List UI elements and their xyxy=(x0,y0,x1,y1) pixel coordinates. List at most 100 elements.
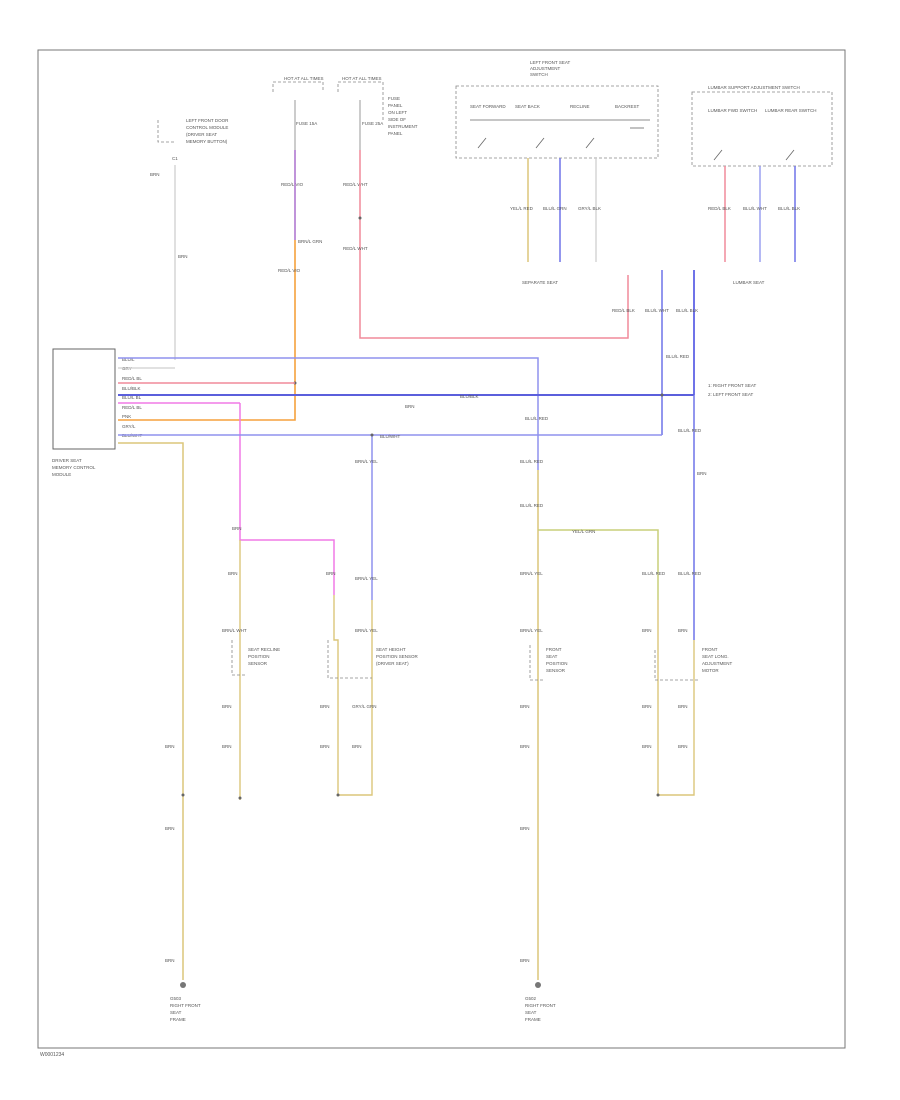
svg-text:ADJUSTMENT: ADJUSTMENT xyxy=(702,661,733,666)
fuse-box-2: HOT AT ALL TIMES FUSE 25A RED/L WHT xyxy=(337,76,384,187)
svg-text:BRN: BRN xyxy=(232,526,242,531)
svg-text:BRN/L YEL: BRN/L YEL xyxy=(355,576,378,581)
svg-text:BRN: BRN xyxy=(165,958,175,963)
svg-text:SEAT: SEAT xyxy=(546,654,558,659)
svg-text:BRN: BRN xyxy=(520,826,530,831)
svg-text:BLU/L WHT: BLU/L WHT xyxy=(645,308,669,313)
svg-text:INSTRUMENT: INSTRUMENT xyxy=(388,124,418,129)
svg-text:BRN: BRN xyxy=(178,254,188,259)
svg-text:BLU/L RED: BLU/L RED xyxy=(642,571,666,576)
svg-text:FUSE 15A: FUSE 15A xyxy=(296,121,317,126)
svg-text:BLU/L WHT: BLU/L WHT xyxy=(743,206,767,211)
svg-text:PANEL: PANEL xyxy=(388,103,403,108)
svg-text:POSITION SENSOR: POSITION SENSOR xyxy=(376,654,419,659)
svg-text:CONTROL MODULE: CONTROL MODULE xyxy=(186,125,228,130)
svg-text:RED/L BL: RED/L BL xyxy=(122,405,142,410)
svg-text:G503: G503 xyxy=(170,996,182,1001)
left-switch-group: LEFT FRONT SEAT ADJUSTMENT SWITCH SEAT F… xyxy=(455,60,659,159)
svg-text:SEAT BACK: SEAT BACK xyxy=(515,104,540,109)
svg-text:MODULE: MODULE xyxy=(52,472,71,477)
seat-memory-module: DRIVER SEAT MEMORY CONTROL MODULE BLU/L … xyxy=(52,348,143,477)
svg-text:BRN: BRN xyxy=(165,744,175,749)
svg-text:SENSOR: SENSOR xyxy=(546,668,566,673)
svg-text:G502: G502 xyxy=(525,996,537,1001)
svg-text:HOT AT ALL TIMES: HOT AT ALL TIMES xyxy=(342,76,382,81)
svg-text:HOT AT ALL TIMES: HOT AT ALL TIMES xyxy=(284,76,324,81)
svg-text:(DRIVER SEAT: (DRIVER SEAT xyxy=(186,132,217,137)
svg-text:LUMBAR FWD SWITCH: LUMBAR FWD SWITCH xyxy=(708,108,757,113)
right-switch-group: LUMBAR SUPPORT ADJUSTMENT SWITCH LUMBAR … xyxy=(691,85,833,167)
svg-text:BRN/L YEL: BRN/L YEL xyxy=(520,571,543,576)
svg-text:BRN: BRN xyxy=(678,628,688,633)
svg-text:YEL/L GRN: YEL/L GRN xyxy=(572,529,595,534)
svg-text:RECLINE: RECLINE xyxy=(570,104,590,109)
svg-text:BLU/L BL: BLU/L BL xyxy=(122,395,142,400)
svg-text:BRN: BRN xyxy=(320,704,330,709)
top-left-device: LEFT FRONT DOOR CONTROL MODULE (DRIVER S… xyxy=(150,118,229,360)
svg-text:YEL/L RED: YEL/L RED xyxy=(510,206,534,211)
svg-text:LEFT FRONT SEAT: LEFT FRONT SEAT xyxy=(530,60,571,65)
svg-text:BLU/L BLK: BLU/L BLK xyxy=(778,206,800,211)
svg-text:BRN/L WHT: BRN/L WHT xyxy=(222,628,247,633)
svg-text:RED/L VIO: RED/L VIO xyxy=(281,182,304,187)
svg-text:RED/L WHT: RED/L WHT xyxy=(343,182,368,187)
svg-text:MEMORY BUTTON): MEMORY BUTTON) xyxy=(186,139,228,144)
front-seat-position-sensor: BLU/L RED BLU/L RED BRN/L YEL BRN/L YEL … xyxy=(520,459,568,831)
svg-text:RED/L BL: RED/L BL xyxy=(122,376,142,381)
svg-text:ON LEFT: ON LEFT xyxy=(388,110,407,115)
svg-text:BLU/BLK: BLU/BLK xyxy=(122,386,141,391)
left-section-label: SEPARATE SEAT xyxy=(522,280,558,285)
svg-text:BRN: BRN xyxy=(326,571,336,576)
svg-text:BRN: BRN xyxy=(405,404,415,409)
ground-right: BRN G502 RIGHT FRONT SEAT FRAME xyxy=(520,958,556,1022)
svg-text:BRN: BRN xyxy=(520,958,530,963)
svg-text:RED/L WHT: RED/L WHT xyxy=(343,246,368,251)
right-section-label: LUMBAR SEAT xyxy=(733,280,765,285)
svg-text:BRN: BRN xyxy=(642,704,652,709)
svg-text:BRN: BRN xyxy=(228,571,238,576)
svg-text:SEAT HEIGHT: SEAT HEIGHT xyxy=(376,647,406,652)
svg-text:BRN/L YEL: BRN/L YEL xyxy=(520,628,543,633)
svg-text:FRONT: FRONT xyxy=(546,647,562,652)
svg-text:BRN: BRN xyxy=(642,744,652,749)
fuse-note: FUSE PANEL ON LEFT SIDE OF INSTRUMENT PA… xyxy=(388,96,418,136)
svg-text:BLU/L RED: BLU/L RED xyxy=(525,416,549,421)
svg-text:BRN/L YEL: BRN/L YEL xyxy=(355,459,378,464)
svg-text:BLU/L RED: BLU/L RED xyxy=(666,354,690,359)
svg-text:BRN: BRN xyxy=(678,704,688,709)
svg-text:BLU/L RED: BLU/L RED xyxy=(678,571,702,576)
svg-text:LUMBAR SUPPORT ADJUSTMENT SWIT: LUMBAR SUPPORT ADJUSTMENT SWITCH xyxy=(708,85,800,90)
svg-text:BLU/L RED: BLU/L RED xyxy=(678,428,702,433)
svg-text:FRONT: FRONT xyxy=(702,647,718,652)
svg-text:SENSOR: SENSOR xyxy=(248,661,268,666)
svg-text:LEFT FRONT DOOR: LEFT FRONT DOOR xyxy=(186,118,229,123)
svg-text:(DRIVER SEAT): (DRIVER SEAT) xyxy=(376,661,409,666)
svg-text:BRN: BRN xyxy=(222,744,232,749)
svg-text:BLU/L RED: BLU/L RED xyxy=(520,459,544,464)
seat-recline-sensor: BRN BRN BRN/L WHT SEAT RECLINE POSITION … xyxy=(222,526,280,800)
notes: 1: RIGHT FRONT SEAT 2: LEFT FRONT SEAT xyxy=(708,383,757,397)
svg-text:BRN: BRN xyxy=(678,744,688,749)
svg-text:BRN/L GRN: BRN/L GRN xyxy=(298,239,322,244)
svg-text:ADJUSTMENT: ADJUSTMENT xyxy=(530,66,561,71)
svg-text:BRN: BRN xyxy=(320,744,330,749)
svg-text:FUSE: FUSE xyxy=(388,96,400,101)
svg-text:GRY/L: GRY/L xyxy=(122,424,136,429)
svg-text:SWITCH: SWITCH xyxy=(530,72,548,77)
svg-text:FRAME: FRAME xyxy=(525,1017,541,1022)
svg-text:BLU/L BLK: BLU/L BLK xyxy=(676,308,698,313)
footer-code: W0001234 xyxy=(40,1052,64,1058)
svg-text:MOTOR: MOTOR xyxy=(702,668,719,673)
svg-text:SEAT FORWARD: SEAT FORWARD xyxy=(470,104,506,109)
svg-text:RIGHT FRONT: RIGHT FRONT xyxy=(525,1003,556,1008)
svg-text:BLU/BLK: BLU/BLK xyxy=(460,394,479,399)
svg-text:MEMORY CONTROL: MEMORY CONTROL xyxy=(52,465,96,470)
svg-text:SEAT RECLINE: SEAT RECLINE xyxy=(248,647,280,652)
svg-text:BLU/WHT: BLU/WHT xyxy=(380,434,401,439)
svg-text:1: RIGHT FRONT SEAT: 1: RIGHT FRONT SEAT xyxy=(708,383,757,388)
seat-height-sensor: BRN BRN/L YEL BRN/L YEL BRN/L YEL SEAT H… xyxy=(320,459,419,797)
svg-text:FUSE 25A: FUSE 25A xyxy=(362,121,383,126)
svg-text:SEAT: SEAT xyxy=(170,1010,182,1015)
svg-text:GRY/L BLK: GRY/L BLK xyxy=(578,206,601,211)
